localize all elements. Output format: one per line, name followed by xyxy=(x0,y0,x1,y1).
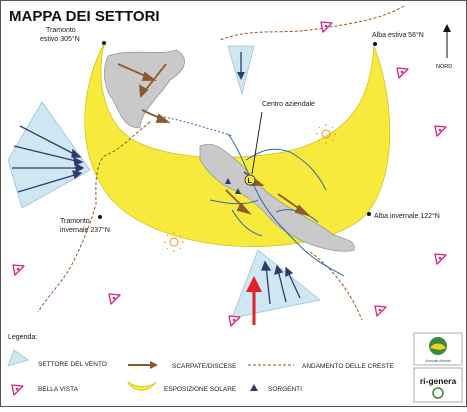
wind-sector-north xyxy=(227,45,255,96)
legend-slope-label: SCARPATE/DISCESE xyxy=(172,363,237,370)
north-arrow xyxy=(246,276,262,325)
dawn-summer-label: Alba estiva 56°N xyxy=(372,31,424,39)
sun-icon xyxy=(164,232,184,252)
wind-sector-west xyxy=(7,101,91,209)
sunset-winter-label-2: invernale 237°N xyxy=(60,226,110,234)
centre-label: Centro aziendale xyxy=(262,101,315,108)
sun-exposure-area xyxy=(84,43,391,247)
legend-view-label: BELLA VISTA xyxy=(38,386,79,393)
sunset-summer-label-1: Tramonto xyxy=(46,27,76,34)
sunset-summer-label-2: estivo 305°N xyxy=(40,35,80,43)
sun-icon xyxy=(316,124,336,144)
sunset-winter-label-1: Tramonto xyxy=(60,218,90,225)
svg-text:L: L xyxy=(248,178,253,185)
legend-heading: Legenda: xyxy=(8,334,37,341)
legend-spring-label: SORGENTI xyxy=(268,386,302,393)
legend-sun-swatch xyxy=(127,380,157,391)
svg-text:Armonia Animali: Armonia Animali xyxy=(425,359,451,363)
map-title: MAPPA DEI SETTORI xyxy=(9,8,160,25)
compass-north-label: NORD xyxy=(436,64,452,70)
legend-sun-label: ESPOSIZIONE SOLARE xyxy=(164,386,237,393)
logo-ri-genera: ri-genera xyxy=(413,367,463,403)
legend-wind-label: SETTORE DEL VENTO xyxy=(38,361,107,368)
centre-marker: L xyxy=(244,111,263,186)
legend-ridge-label: ANDAMENTO DELLE CRESTE xyxy=(302,363,395,370)
compass-north-icon xyxy=(443,24,451,58)
svg-text:ri-genera: ri-genera xyxy=(420,376,457,386)
logo-armonia-animali: Armonia Animali xyxy=(413,332,463,366)
legend-wind-swatch xyxy=(7,349,29,367)
ridge-line xyxy=(37,5,405,321)
direction-points xyxy=(98,41,377,219)
legend-spring-icon xyxy=(250,384,258,391)
springs xyxy=(225,178,241,194)
dawn-winter-label: Alba invernale 122°N xyxy=(374,212,440,220)
legend-slope-arrow-icon xyxy=(128,361,158,369)
